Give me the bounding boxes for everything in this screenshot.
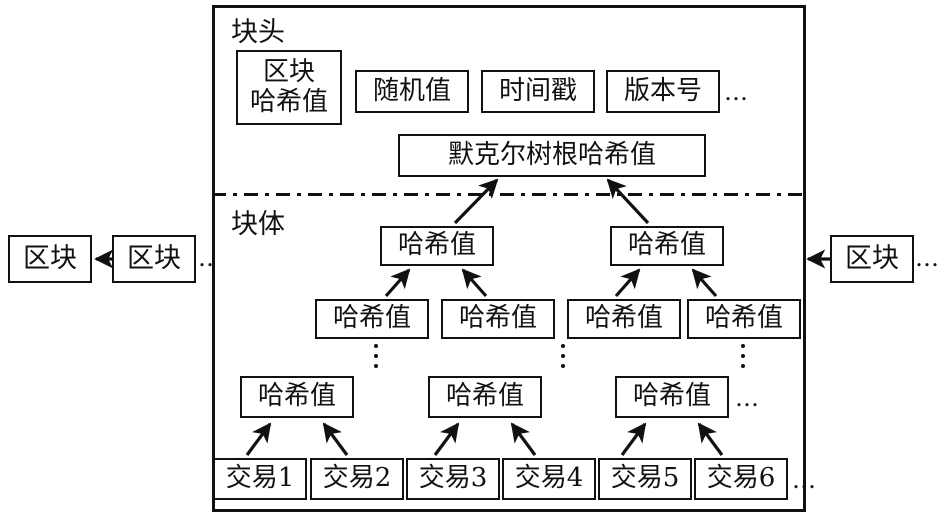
merkle-node-level3-1: 哈希值 <box>441 299 555 339</box>
merkle-node-level3-0: 哈希值 <box>315 299 429 339</box>
merkle-leaf-ellipsis: … <box>735 384 761 412</box>
transaction-1: 交易1 <box>213 458 307 500</box>
header-body-divider <box>212 193 806 196</box>
merkle-leaf-hash-2: 哈希值 <box>615 376 729 418</box>
field-nonce: 随机值 <box>355 70 469 113</box>
merkle-node-level3-3: 哈希值 <box>687 299 801 339</box>
merkle-leaf-hash-0: 哈希值 <box>240 376 354 418</box>
field-block-hash-line1: 区块 <box>262 57 315 88</box>
transaction-ellipsis: … <box>792 466 818 494</box>
chain-block-right-1: 区块 <box>830 235 914 283</box>
transaction-4: 交易4 <box>502 458 596 500</box>
field-block-hash: 区块 哈希值 <box>236 50 342 125</box>
merkle-node-level2-0: 哈希值 <box>380 226 494 266</box>
field-timestamp: 时间戳 <box>481 70 595 113</box>
block-header-label: 块头 <box>231 17 285 48</box>
transaction-5: 交易5 <box>598 458 692 500</box>
vertical-ellipsis-1 <box>374 344 378 368</box>
chain-block-left-2: 区块 <box>112 235 196 283</box>
chain-block-left-1: 区块 <box>8 235 92 283</box>
block-body-label: 块体 <box>231 209 285 240</box>
field-version: 版本号 <box>606 70 720 113</box>
merkle-node-level3-2: 哈希值 <box>567 299 681 339</box>
field-merkle-root: 默克尔树根哈希值 <box>398 134 706 177</box>
transaction-6: 交易6 <box>694 458 788 500</box>
vertical-ellipsis-2 <box>561 344 565 368</box>
vertical-ellipsis-3 <box>741 344 745 368</box>
transaction-2: 交易2 <box>310 458 404 500</box>
merkle-leaf-hash-1: 哈希值 <box>428 376 542 418</box>
field-block-hash-line2: 哈希值 <box>249 86 328 117</box>
header-trailing-ellipsis: … <box>724 78 750 106</box>
transaction-3: 交易3 <box>406 458 500 500</box>
chain-right-ellipsis: … <box>915 244 941 272</box>
merkle-node-level2-1: 哈希值 <box>610 226 724 266</box>
